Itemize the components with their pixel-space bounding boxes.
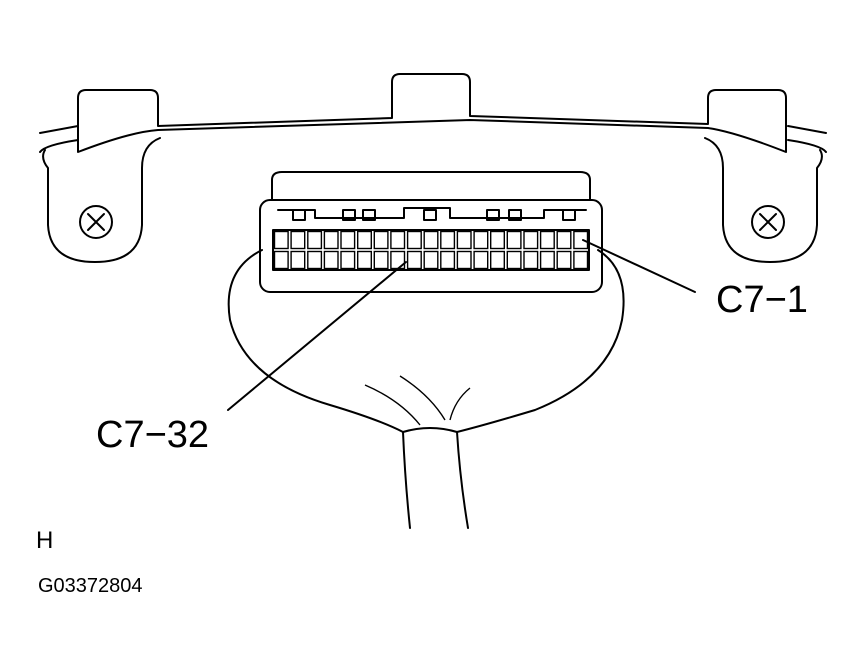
leader-pin-last bbox=[227, 261, 407, 411]
pin-cavity bbox=[323, 250, 339, 270]
pin-cavity bbox=[556, 230, 572, 250]
pin-cavity bbox=[290, 230, 306, 250]
pin-cavity bbox=[290, 250, 306, 270]
pin-cavity bbox=[273, 250, 289, 270]
wire-harness bbox=[227, 249, 625, 529]
pin-cavity bbox=[373, 250, 389, 270]
right-screw-icon bbox=[751, 205, 785, 239]
pin-cavity bbox=[539, 230, 555, 250]
pin-cavity-grid bbox=[272, 229, 590, 271]
pin-label-first: C7−1 bbox=[716, 279, 808, 321]
pin-grid-frame bbox=[272, 229, 590, 271]
bracket bbox=[39, 73, 827, 263]
pin-cavity bbox=[440, 230, 456, 250]
pin-label-last: C7−32 bbox=[96, 414, 209, 456]
connector-housing bbox=[259, 171, 603, 293]
pin-cavity bbox=[523, 250, 539, 270]
pin-cavity bbox=[506, 250, 522, 270]
view-label: H bbox=[36, 527, 53, 554]
pin-cavity bbox=[357, 250, 373, 270]
pin-cavity bbox=[373, 230, 389, 250]
pin-cavity bbox=[539, 250, 555, 270]
pin-cavity bbox=[390, 230, 406, 250]
pin-cavity bbox=[440, 250, 456, 270]
pin-cavity bbox=[340, 250, 356, 270]
pin-cavity bbox=[473, 230, 489, 250]
left-screw-icon bbox=[79, 205, 113, 239]
figure-code: G03372804 bbox=[38, 575, 143, 597]
pin-cavity bbox=[307, 250, 323, 270]
pin-cavity bbox=[456, 230, 472, 250]
pin-cavity bbox=[556, 250, 572, 270]
pin-cavity bbox=[473, 250, 489, 270]
pin-cavity bbox=[523, 230, 539, 250]
pin-cavity bbox=[423, 250, 439, 270]
pin-cavity bbox=[490, 230, 506, 250]
pin-cavity bbox=[423, 230, 439, 250]
pin-cavity bbox=[406, 250, 422, 270]
pin-cavity bbox=[323, 230, 339, 250]
pin-cavity bbox=[490, 250, 506, 270]
pin-cavity bbox=[506, 230, 522, 250]
leader-pin-first bbox=[582, 239, 696, 293]
pin-cavity bbox=[573, 250, 589, 270]
pin-cavity bbox=[573, 230, 589, 250]
pin-cavity bbox=[456, 250, 472, 270]
pin-cavity bbox=[273, 230, 289, 250]
pin-cavity bbox=[357, 230, 373, 250]
pin-cavity bbox=[307, 230, 323, 250]
pin-cavity bbox=[340, 230, 356, 250]
pin-cavity bbox=[406, 230, 422, 250]
